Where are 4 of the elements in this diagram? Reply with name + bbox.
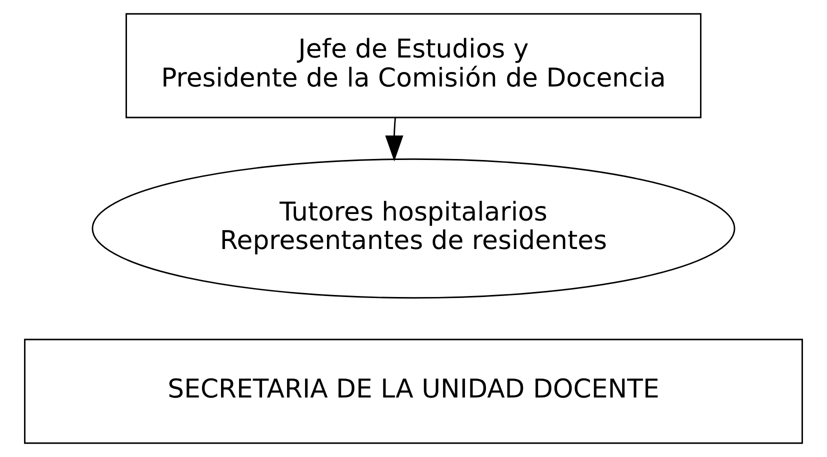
arrow <box>385 118 404 162</box>
node-ellipse: Tutores hospitalarios Representantes de residentes <box>92 158 736 299</box>
node-box: SECRETARIA DE LA UNIDAD DOCENTE <box>24 338 803 444</box>
node-box: Jefe de Estudios y Presidente de la Comisión de Docencia <box>126 13 702 118</box>
